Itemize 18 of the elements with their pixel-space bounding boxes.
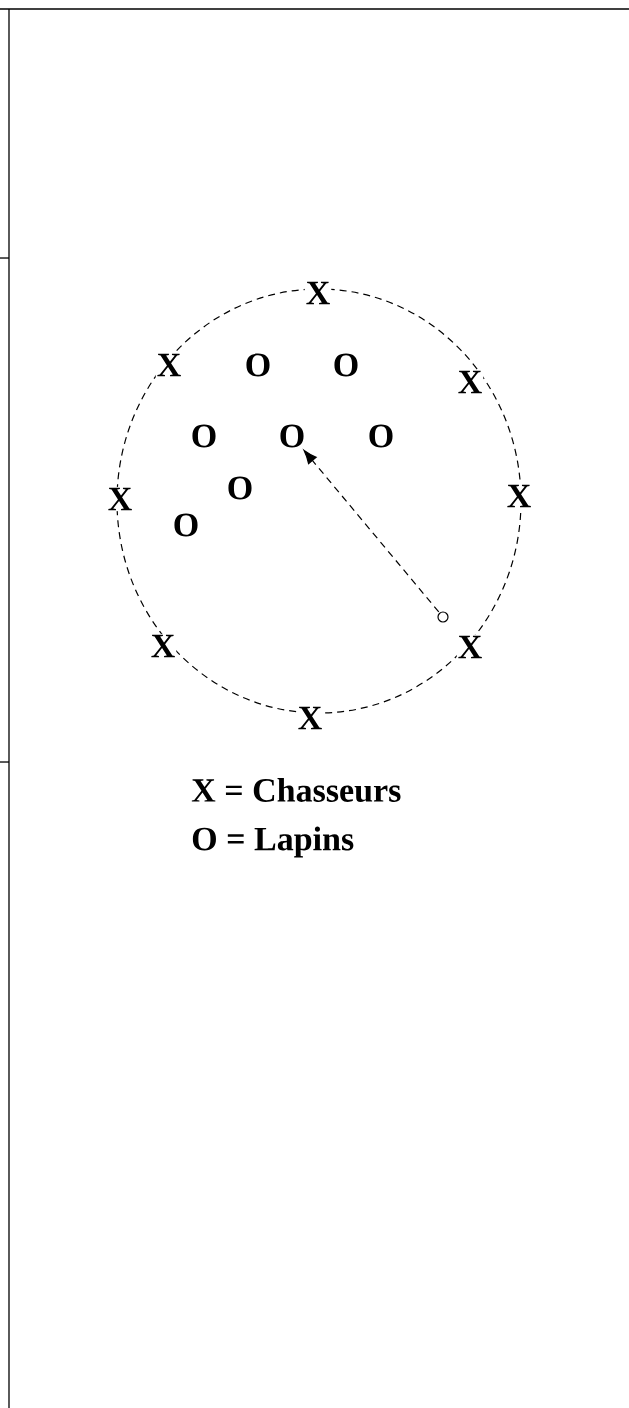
letter-label: X [149,633,177,659]
letter-label: X [296,705,324,731]
letter-label: O [280,424,304,448]
letter-label: X [106,486,134,512]
letter-label: X [155,352,183,378]
letter-label: O [369,424,393,448]
legend-text: O = Lapins [192,826,354,858]
letter-label: X [304,280,332,306]
letter-label: O [228,476,252,500]
letter-label: X [456,634,484,660]
letter-label: O [192,424,216,448]
legend-text: X = Chasseurs [191,778,401,802]
letter-label: O [246,353,270,377]
letter-label: X [505,483,533,509]
letter-label: X [456,369,484,395]
letter-label: O [334,353,358,377]
letter-label: O [174,513,198,537]
arrow [303,449,440,613]
